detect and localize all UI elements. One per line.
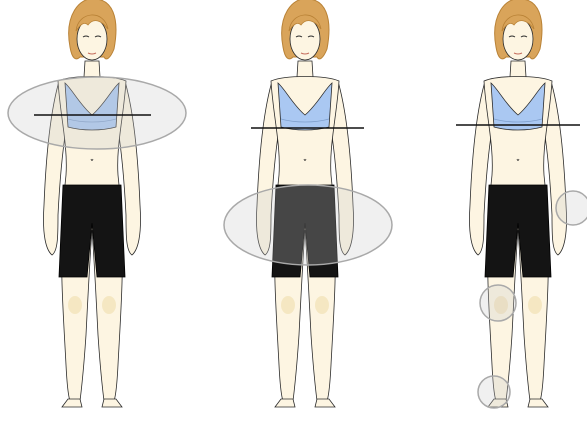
shoulder-width-ellipse [8,77,186,149]
figure-joints [456,0,587,408]
figure-shoulder-width [8,0,186,407]
figure-hip-width [224,0,392,407]
hip-width-ellipse [224,185,392,265]
ankle-circle [478,376,510,408]
wrist-circle [556,191,587,225]
knee-circle [480,285,516,321]
